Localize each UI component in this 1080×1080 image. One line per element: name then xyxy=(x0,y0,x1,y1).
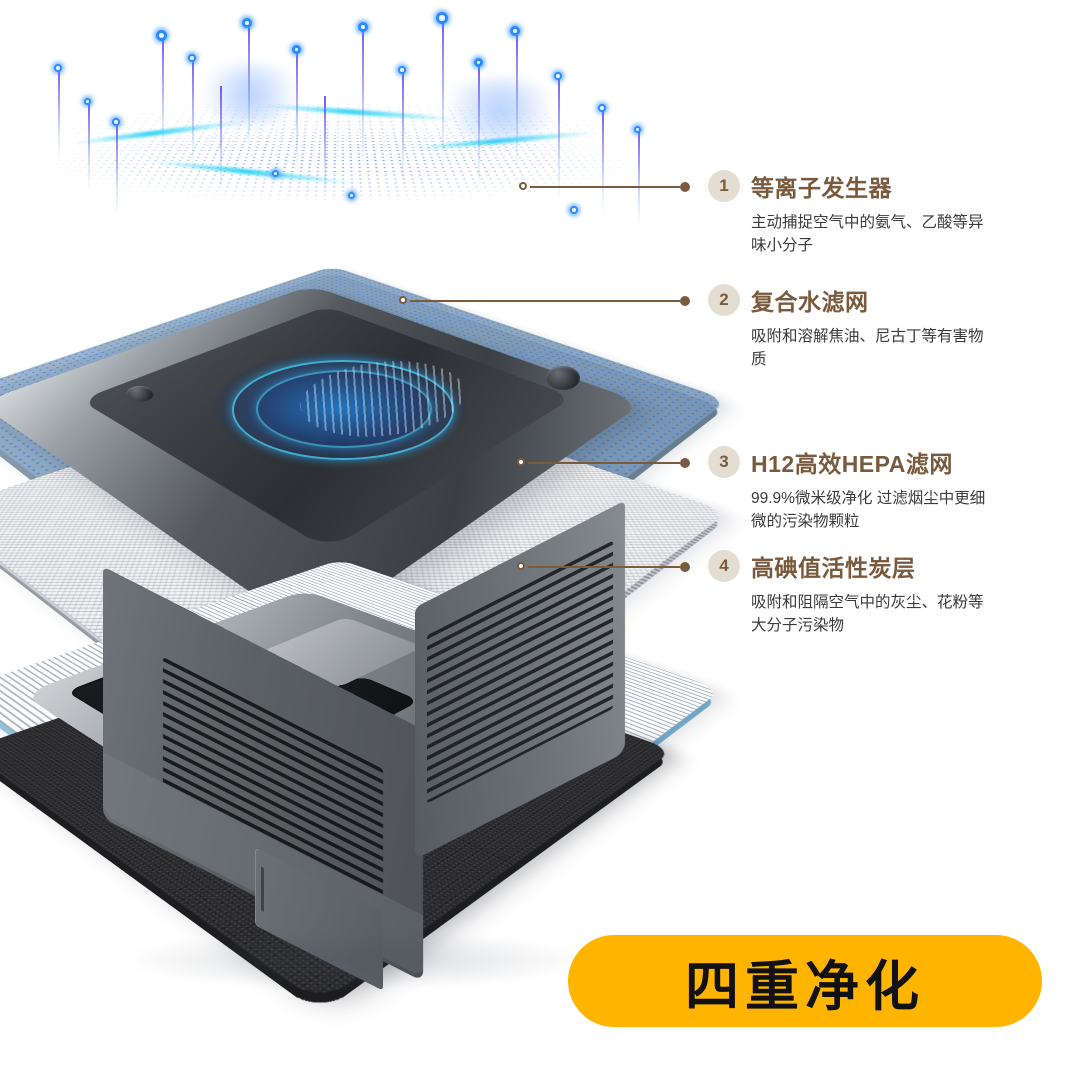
particle-streak xyxy=(516,32,518,174)
plasma-ion-node xyxy=(634,126,641,133)
callout-1: 1 等离子发生器 主动捕捉空气中的氨气、乙酸等异味小分子 xyxy=(708,169,1008,257)
particle-streak xyxy=(478,62,480,192)
callout-1-title: 等离子发生器 xyxy=(751,175,892,201)
callout-2-number: 2 xyxy=(708,284,740,316)
plasma-ion-node xyxy=(84,98,91,105)
callout-2-desc: 吸附和溶解焦油、尼古丁等有害物质 xyxy=(751,328,984,368)
plasma-ion-node xyxy=(358,22,368,32)
particle-streak xyxy=(362,28,364,168)
particle-streak xyxy=(248,24,250,156)
plasma-field xyxy=(0,10,815,260)
tray-port xyxy=(546,366,580,390)
callout-2-title: 复合水滤网 xyxy=(751,289,869,315)
callout-3-number: 3 xyxy=(708,446,740,478)
plasma-ion-node xyxy=(242,18,252,28)
plasma-ion-node xyxy=(474,58,483,67)
callout-2-head: 2 复合水滤网 xyxy=(708,283,1008,317)
plasma-glow xyxy=(190,65,310,125)
plasma-ion-node xyxy=(510,26,520,36)
callout-4-title: 高碘值活性炭层 xyxy=(751,555,916,581)
ground-shadow xyxy=(120,930,590,990)
particle-streak xyxy=(162,36,164,156)
plasma-ion-node xyxy=(554,72,562,80)
particle-streak xyxy=(88,102,90,190)
particle-streak xyxy=(116,122,118,214)
particle-streak xyxy=(402,70,404,188)
four-stage-purification-badge: 四重净化 xyxy=(568,935,1042,1027)
callout-3-title: H12高效HEPA滤网 xyxy=(751,451,953,477)
plasma-ion-node xyxy=(348,192,355,199)
callout-4-head: 4 高碘值活性炭层 xyxy=(708,549,1008,583)
particle-streak xyxy=(558,76,560,200)
callout-2: 2 复合水滤网 吸附和溶解焦油、尼古丁等有害物质 xyxy=(708,283,1008,371)
particle-streak xyxy=(442,18,444,168)
particle-streak xyxy=(58,68,60,160)
callout-3-head: 3 H12高效HEPA滤网 xyxy=(708,445,1008,479)
callout-1-number: 1 xyxy=(708,170,740,202)
callout-1-head: 1 等离子发生器 xyxy=(708,169,1008,203)
fan-ring xyxy=(232,360,454,460)
badge-label: 四重净化 xyxy=(685,956,925,1017)
particle-streak xyxy=(324,96,326,200)
plasma-ion-node xyxy=(598,104,606,112)
plasma-ion-node xyxy=(112,118,120,126)
particle-streak xyxy=(638,130,640,226)
plasma-ion-node xyxy=(398,66,406,74)
callout-1-desc: 主动捕捉空气中的氨气、乙酸等异味小分子 xyxy=(751,214,984,254)
callout-3-desc: 99.9%微米级净化 过滤烟尘中更细微的污染物颗粒 xyxy=(751,490,986,530)
plasma-ion-node xyxy=(436,12,448,24)
callout-4: 4 高碘值活性炭层 吸附和阻隔空气中的灰尘、花粉等大分子污染物 xyxy=(708,549,1008,637)
particle-streak xyxy=(296,50,298,170)
plasma-ion-node xyxy=(292,45,301,54)
plasma-ion-node xyxy=(54,64,62,72)
plasma-ion-node xyxy=(156,30,167,41)
tray-knob xyxy=(126,386,154,402)
main-body-housing xyxy=(22,500,635,991)
particle-streak xyxy=(220,86,222,196)
callout-4-number: 4 xyxy=(708,550,740,582)
product-exploded-view xyxy=(0,0,700,1000)
plasma-ion-node xyxy=(188,54,196,62)
fan-ring xyxy=(256,370,432,448)
plasma-glow xyxy=(430,80,570,140)
plasma-ion-node xyxy=(272,170,279,177)
particle-streak xyxy=(602,108,604,214)
callout-3: 3 H12高效HEPA滤网 99.9%微米级净化 过滤烟尘中更细微的污染物颗粒 xyxy=(708,445,1008,533)
plasma-ion-node xyxy=(570,206,578,214)
callout-4-desc: 吸附和阻隔空气中的灰尘、花粉等大分子污染物 xyxy=(751,594,984,634)
particle-streak xyxy=(192,58,194,170)
